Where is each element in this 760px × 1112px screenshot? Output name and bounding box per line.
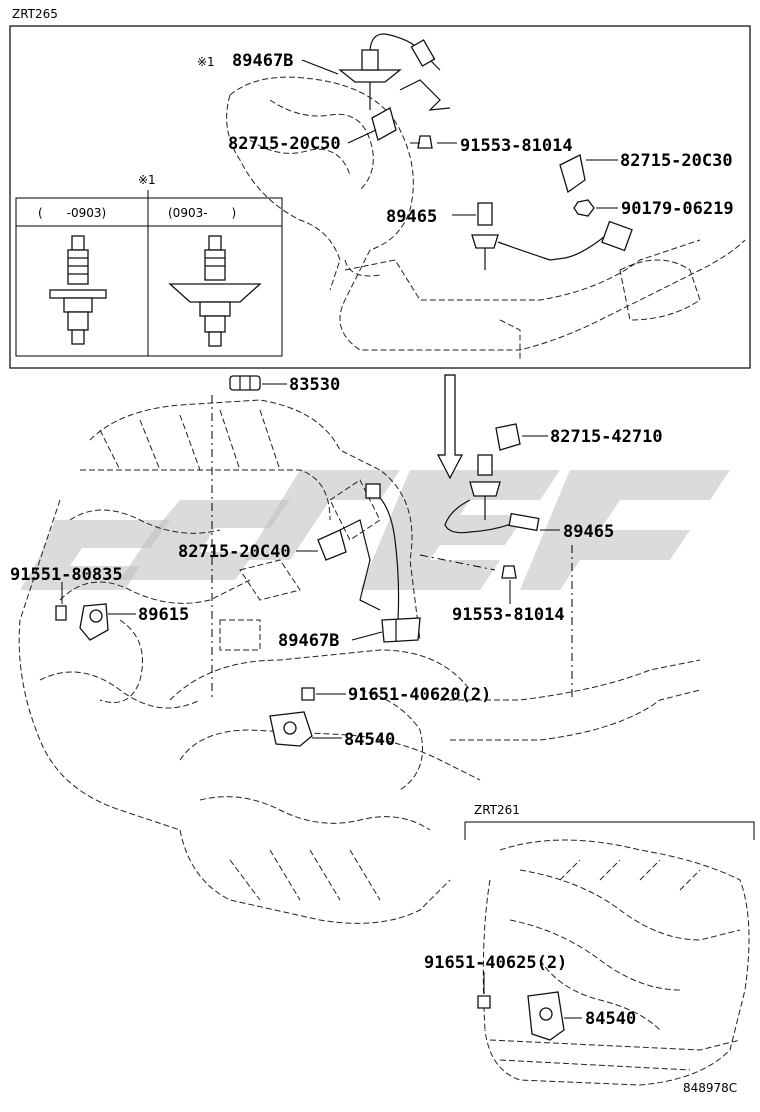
label-89467B-main: 89467B	[278, 631, 339, 651]
switch-84540-main	[269, 711, 313, 747]
bolt-91551-80835	[55, 605, 67, 621]
label-82715-20C40: 82715-20C40	[178, 542, 291, 562]
bracket-82715-20C40	[317, 519, 381, 611]
sensor-83530	[229, 375, 261, 391]
label-89615: 89615	[138, 605, 189, 625]
label-82715-20C30: 82715-20C30	[620, 151, 733, 171]
transaxle-drawing	[482, 839, 750, 1086]
switch-84540-sub	[527, 991, 565, 1041]
label-83530: 83530	[289, 375, 340, 395]
inset-table	[15, 197, 283, 357]
label-84540-main: 84540	[344, 730, 395, 750]
bolt-91553-81014-main	[501, 565, 517, 579]
inset-note-mark: ※1	[138, 173, 156, 187]
inset-left-header: ( -0903)	[38, 206, 106, 220]
inset-sensor-old	[49, 235, 107, 345]
label-89465-main: 89465	[563, 522, 614, 542]
bolt-91651-40620	[301, 687, 315, 701]
sub-model-label: ZRT261	[474, 803, 520, 817]
top-model-label: ZRT265	[12, 7, 58, 21]
label-91553-81014-main: 91553-81014	[452, 605, 565, 625]
label-89465-top: 89465	[386, 207, 437, 227]
label-90179-06219: 90179-06219	[621, 199, 734, 219]
label-89467B-top: 89467B	[232, 51, 293, 71]
label-82715-42710: 82715-42710	[550, 427, 663, 447]
label-91553-81014-top: 91553-81014	[460, 136, 573, 156]
top-box-frame	[9, 25, 751, 369]
figure-code: 848978C	[683, 1081, 737, 1095]
inset-sensor-new	[168, 235, 262, 347]
label-91651-40625: 91651-40625(2)	[424, 953, 567, 973]
label-91551-80835: 91551-80835	[10, 565, 123, 585]
sensor-89615	[79, 603, 109, 641]
label-84540-sub: 84540	[585, 1009, 636, 1029]
bolt-91553-81014-top	[410, 135, 433, 149]
o2-sensor-89467B-top	[338, 33, 451, 111]
o2-sensor-89465-main	[444, 454, 540, 534]
engine-drawing	[18, 399, 701, 924]
bracket-82715-20C50	[371, 107, 397, 141]
bracket-82715-42710	[495, 423, 521, 451]
label-91651-40620: 91651-40620(2)	[348, 685, 491, 705]
o2-sensor-89465-top	[471, 202, 633, 270]
note-mark-top: ※1	[197, 55, 215, 69]
watermark-logo	[20, 470, 730, 590]
inset-right-header: (0903- )	[168, 206, 236, 220]
bolt-91651-40625	[477, 995, 491, 1009]
bracket-82715-20C30	[559, 154, 586, 194]
exhaust-manifold-drawing	[226, 76, 746, 360]
o2-sensor-89467B-main	[365, 483, 421, 643]
nut-90179-06219	[573, 199, 595, 217]
arrow-down	[437, 374, 463, 480]
label-82715-20C50: 82715-20C50	[228, 134, 341, 154]
